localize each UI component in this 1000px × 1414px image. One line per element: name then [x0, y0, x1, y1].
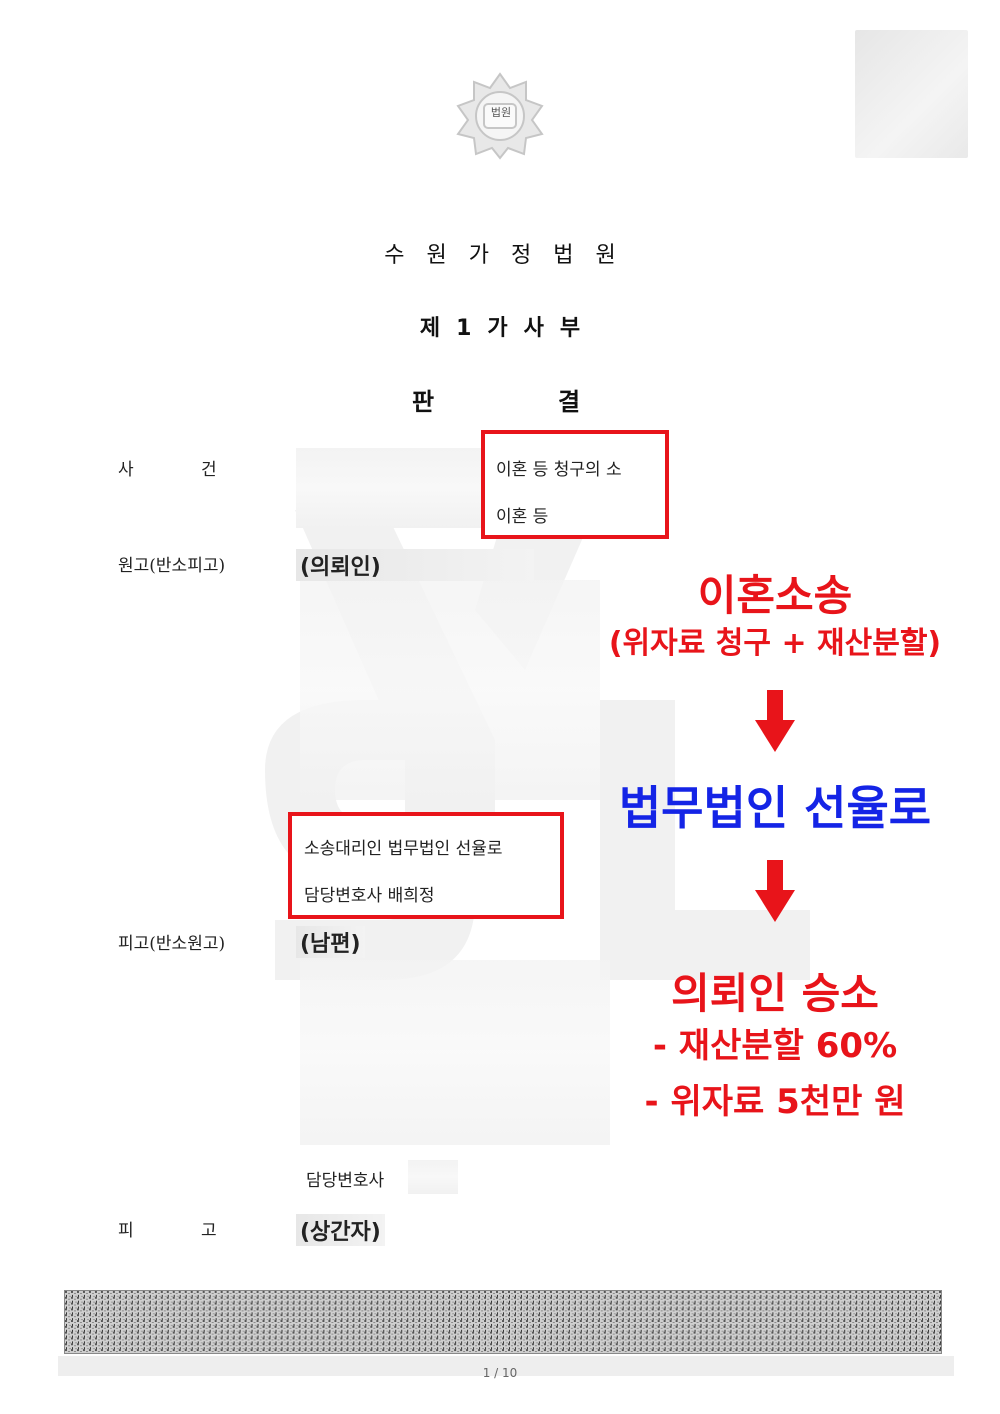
promo-firm-name: 법무법인 선율로: [618, 781, 932, 835]
down-arrow-icon: [755, 690, 795, 752]
plaintiff-name: (의뢰인): [296, 549, 534, 581]
case-type-line2: 이혼 등: [496, 507, 549, 527]
defendant-counsel-label: 담당변호사: [306, 1171, 385, 1191]
promo-detail-consolation: - 위자료 5천만 원: [644, 1082, 906, 1122]
defendant-label: 피고(반소원고): [118, 934, 226, 954]
redacted-case-number: [296, 448, 482, 528]
footer-blur: [58, 1356, 954, 1376]
verdict-heading-right: 결: [558, 388, 581, 416]
page-number: 1 / 10: [482, 1366, 518, 1380]
division-name: 제1가사부: [419, 316, 597, 341]
court-emblem-icon: [456, 72, 544, 160]
redacted-defendant-details: [300, 960, 610, 1145]
case-label: 사 건: [118, 460, 217, 480]
promo-subtitle: (위자료 청구 + 재산분할): [608, 626, 942, 661]
case-type-line1: 이혼 등 청구의 소: [496, 460, 622, 480]
plaintiff-counsel-firm: 소송대리인 법무법인 선율로: [304, 839, 503, 859]
third-party-label: 피 고: [118, 1221, 217, 1241]
plaintiff-counsel-lawyer: 담당변호사 배희정: [304, 886, 435, 906]
redacted-footer-bar: [64, 1290, 942, 1354]
plaintiff-label: 원고(반소피고): [118, 556, 226, 576]
down-arrow-icon: [755, 860, 795, 922]
blurred-photo: [855, 30, 968, 158]
redacted-counsel-name: [408, 1160, 458, 1194]
promo-detail-property: - 재산분할 60%: [652, 1026, 898, 1066]
promo-title: 이혼소송: [697, 571, 853, 620]
promo-result: 의뢰인 승소: [671, 969, 879, 1018]
counsel-highlight-box: [288, 812, 564, 919]
redacted-plaintiff-details: [300, 580, 600, 800]
defendant-name: (남편): [296, 926, 365, 958]
third-party-name: (상간자): [296, 1214, 385, 1246]
case-highlight-box: [481, 430, 669, 539]
emblem-label: 법원: [490, 106, 512, 119]
verdict-heading-left: 판: [412, 388, 435, 416]
court-name: 수원가정법원: [384, 243, 638, 268]
